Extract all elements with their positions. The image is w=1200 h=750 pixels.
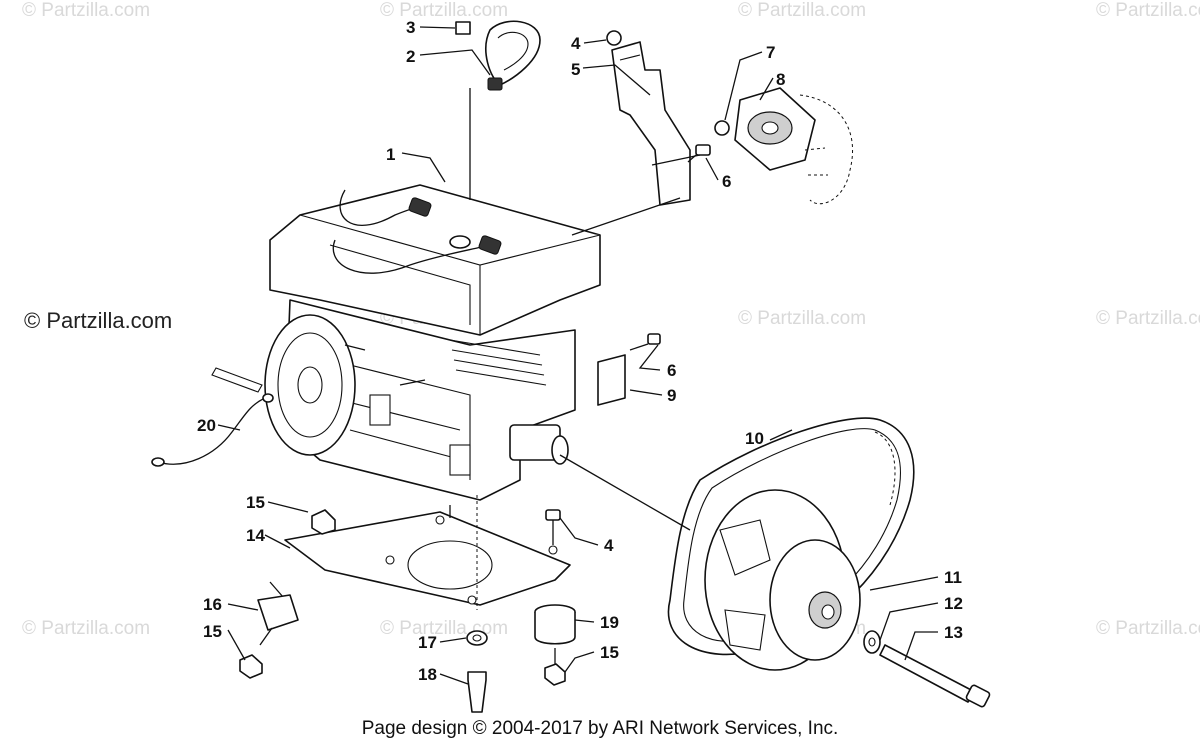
- bolt-part[interactable]: [687, 144, 711, 163]
- callout-10: 10: [745, 429, 764, 448]
- starter-handle[interactable]: [485, 20, 541, 91]
- callout-14: 14: [246, 526, 265, 545]
- callout-9: 9: [667, 386, 676, 405]
- callout-18: 18: [418, 665, 437, 684]
- watermark: © Partzilla.com: [22, 0, 151, 21]
- callout-1: 1: [386, 145, 395, 164]
- isolator-mount[interactable]: [534, 604, 576, 665]
- callout-15: 15: [246, 493, 265, 512]
- callout-15: 15: [203, 622, 222, 641]
- base-plate[interactable]: [284, 511, 571, 606]
- nut-part[interactable]: [239, 654, 263, 679]
- callout-3: 3: [406, 18, 415, 37]
- watermark: © Partzilla.com: [1096, 0, 1200, 21]
- small-bracket[interactable]: [597, 354, 626, 406]
- callout-8: 8: [776, 70, 785, 89]
- rubber-mount[interactable]: [734, 87, 816, 171]
- callout-labels: 1 2 3 4 5 6 7 8 6 9 10 11 12 13 15 14 16…: [197, 18, 963, 684]
- bolt-part[interactable]: [545, 509, 561, 545]
- bolt-part[interactable]: [629, 333, 661, 351]
- nut-part[interactable]: [544, 663, 566, 686]
- callout-17: 17: [418, 633, 437, 652]
- leader-lines: [217, 26, 939, 685]
- callout-11: 11: [944, 568, 962, 587]
- callout-16: 16: [203, 595, 222, 614]
- callout-6: 6: [722, 172, 731, 191]
- isolator-mount[interactable]: [257, 581, 299, 646]
- ground-wire[interactable]: [151, 367, 274, 467]
- callout-12: 12: [944, 594, 963, 613]
- callout-2: 2: [406, 47, 415, 66]
- callout-4: 4: [604, 536, 614, 555]
- copyright-footer: Page design © 2004-2017 by ARI Network S…: [361, 718, 839, 739]
- mount-bracket[interactable]: [611, 41, 691, 206]
- watermark: © Partzilla.com: [1096, 308, 1200, 329]
- watermark: © Partzilla.com: [380, 0, 509, 21]
- bolt-part[interactable]: [467, 671, 487, 713]
- bolt-part[interactable]: [606, 30, 622, 46]
- callout-15: 15: [600, 643, 619, 662]
- engine-assembly[interactable]: [264, 184, 601, 501]
- drive-clutch[interactable]: [704, 489, 861, 671]
- watermark: © Partzilla.com: [738, 0, 867, 21]
- callout-7: 7: [766, 43, 775, 62]
- watermark: © Partzilla.com: [1096, 618, 1200, 639]
- nut-part[interactable]: [311, 509, 336, 535]
- watermark: © Partzilla.com: [738, 308, 867, 329]
- callout-19: 19: [600, 613, 619, 632]
- callout-6: 6: [667, 361, 676, 380]
- washer-part[interactable]: [863, 630, 881, 654]
- callout-5: 5: [571, 60, 580, 79]
- partzilla-watermark: © Partzilla.com: [24, 308, 173, 333]
- watermark: © Partzilla.com: [22, 618, 151, 639]
- nut-part[interactable]: [714, 120, 730, 136]
- callout-13: 13: [944, 623, 963, 642]
- callout-4: 4: [571, 34, 581, 53]
- clutch-bolt[interactable]: [879, 644, 991, 708]
- washer-part[interactable]: [466, 630, 488, 646]
- callout-20: 20: [197, 416, 216, 435]
- clip-part[interactable]: [455, 21, 471, 35]
